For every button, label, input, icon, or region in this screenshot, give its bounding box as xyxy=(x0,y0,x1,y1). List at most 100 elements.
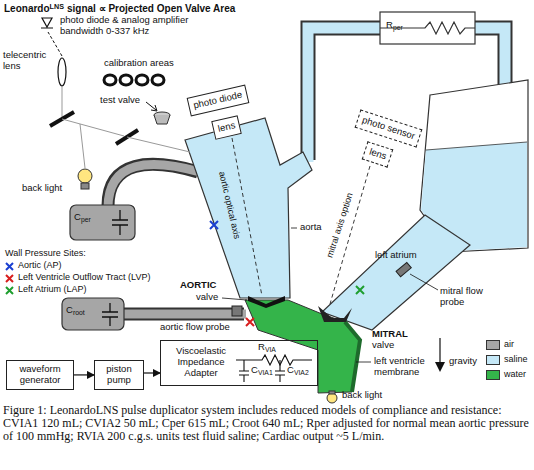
compliance-chamber xyxy=(62,298,124,330)
pressure-site-marker xyxy=(356,286,364,294)
left-ventricle-water xyxy=(245,300,360,393)
via-circuit xyxy=(236,355,312,365)
part-label: aortic flow probe xyxy=(160,322,230,333)
valve-symbol xyxy=(248,296,352,322)
optics-bench xyxy=(152,75,164,85)
part-label: back light xyxy=(342,389,382,400)
via-circuit xyxy=(239,360,249,382)
box-text: piston pump xyxy=(99,364,139,386)
legend-entry: water xyxy=(486,370,526,380)
croot-tube xyxy=(120,314,246,315)
part-label: test valve xyxy=(100,94,140,105)
legend-entry: saline xyxy=(486,355,528,365)
part-label: calibration areas xyxy=(104,58,174,69)
component-label: VIA2 xyxy=(294,369,309,376)
optics-bench xyxy=(151,105,157,111)
sensor-box: photo diode xyxy=(187,84,249,116)
part-label: AORTIC xyxy=(180,279,216,290)
mitral-tube xyxy=(322,215,470,330)
legend-swatch xyxy=(486,370,500,380)
subscript: per xyxy=(81,216,91,223)
flow-probe xyxy=(396,262,411,276)
leader-line xyxy=(291,228,297,229)
leader-line xyxy=(356,362,371,363)
component-label: C xyxy=(251,364,258,375)
axis-label: mitral axis option xyxy=(324,191,355,258)
flow-arrow xyxy=(74,374,94,375)
legend-text: saline xyxy=(504,354,528,364)
pressure-site-marker xyxy=(6,275,13,282)
part-label: left ventricle membrane xyxy=(374,356,436,378)
legend-entry: air xyxy=(486,340,514,350)
valve-symbol xyxy=(318,306,352,322)
optics-bench xyxy=(146,102,156,110)
sensor-note: photo diode & analog amplifier bandwidth… xyxy=(60,14,188,36)
optical-axis xyxy=(232,138,370,304)
component-label: R xyxy=(258,341,265,352)
back-light-lamp xyxy=(78,169,92,183)
part-label: valve xyxy=(372,340,394,351)
part-label: MITRAL xyxy=(372,328,408,339)
sensor-note: photo diode & analog amplifier bandwidth… xyxy=(60,15,210,37)
optics-bench xyxy=(62,86,63,118)
gravity-arrow xyxy=(439,338,440,366)
part-label: aorta xyxy=(300,221,322,232)
part-label: left ventricle membrane xyxy=(374,355,425,377)
part-label: gravity xyxy=(449,355,477,366)
part-label: back light xyxy=(342,390,382,401)
optics-bench xyxy=(80,124,85,168)
figure-heading: LeonardoLNSsignal ∝ Projected Open Valve… xyxy=(4,3,235,15)
adapter-box: Viscoelastic Impedance Adapter xyxy=(160,340,318,386)
optics-bench xyxy=(104,75,116,85)
optics-bench xyxy=(154,115,170,124)
symbol-letter: C xyxy=(66,304,73,315)
legend-swatch xyxy=(486,355,500,365)
part-label: telecentric lens xyxy=(3,50,57,72)
figure-heading: LNS xyxy=(50,2,64,11)
component-label: CVIA1 xyxy=(251,365,273,376)
pressure-site-marker xyxy=(5,274,14,283)
part-label: AORTIC xyxy=(180,280,216,291)
figure-caption: Figure 1: LeonardoLNS pulse duplicator s… xyxy=(3,404,531,443)
cper-tube xyxy=(108,164,200,208)
left-ventricle-water xyxy=(345,322,360,392)
flow-probe xyxy=(232,262,411,316)
part-label: gravity xyxy=(449,356,477,367)
compliance-label: Cper xyxy=(74,212,91,223)
component-label: VIA xyxy=(265,346,276,353)
part-label: left atrium xyxy=(375,250,417,261)
resistor-symbol xyxy=(380,12,475,44)
legend-text: Aortic (AP) xyxy=(18,260,62,270)
resistance-label: Rper xyxy=(386,20,403,31)
part-label: aorta xyxy=(300,222,322,233)
part-label: valve xyxy=(196,292,218,303)
croot-tube xyxy=(120,310,246,319)
symbol-letter: C xyxy=(74,211,81,222)
component-label: CVIA2 xyxy=(287,365,309,376)
legend-entry: Aortic (AP) xyxy=(5,261,62,271)
left-ventricle-water xyxy=(245,300,360,393)
figure-heading: signal ∝ Projected Open Valve Area xyxy=(67,3,235,14)
part-label: valve xyxy=(372,339,394,350)
subscript: per xyxy=(393,24,403,31)
part-label: telecentric lens xyxy=(3,49,46,71)
mitral-tube xyxy=(322,215,470,330)
legend-entry: Left Atrium (LAP) xyxy=(5,285,87,295)
part-label: MITRAL xyxy=(372,329,408,340)
box-text: photo diode xyxy=(192,89,243,111)
optics-bench xyxy=(136,75,148,85)
legend-swatch xyxy=(486,340,500,350)
legend-text: Left Ventricle Outflow Tract (LVP) xyxy=(18,272,150,282)
resistor-symbol xyxy=(380,22,475,34)
optics-bench xyxy=(41,18,53,28)
compliance-chamber xyxy=(70,205,135,240)
aortic-chamber xyxy=(185,118,312,298)
compliance-chamber xyxy=(112,210,128,235)
gravity-arrow xyxy=(435,362,445,372)
pressure-site-marker xyxy=(210,221,218,229)
pressure-site-marker xyxy=(246,318,254,326)
pressure-site-marker xyxy=(5,286,14,295)
legend-text: water xyxy=(504,369,526,379)
legend-heading: Wall Pressure Sites: xyxy=(5,248,86,258)
